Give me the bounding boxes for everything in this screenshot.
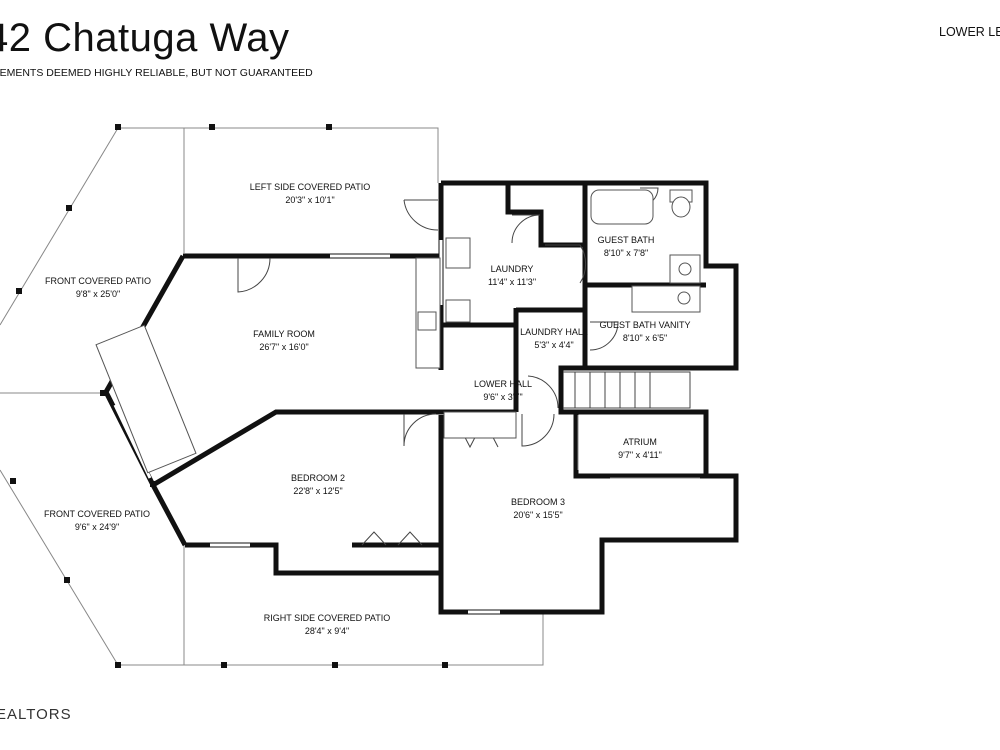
- page-title: 42 Chatuga Way: [0, 16, 290, 60]
- room-name-atrium: ATRIUM: [623, 437, 657, 447]
- room-name-front-covered-patio-2: FRONT COVERED PATIO: [44, 509, 150, 519]
- room-labels: LEFT SIDE COVERED PATIO 20'3" x 10'1" FR…: [44, 182, 691, 636]
- room-name-laundry-hall: LAUNDRY HALL: [520, 327, 588, 337]
- room-size-bedroom-3: 20'6" x 15'5": [513, 510, 562, 520]
- patio-posts: [10, 124, 448, 668]
- room-size-guest-bath: 8'10" x 7'8": [604, 248, 648, 258]
- brand-logo-text: EALTORS: [0, 706, 72, 723]
- walls: [103, 180, 739, 615]
- room-name-bedroom-2: BEDROOM 2: [291, 473, 345, 483]
- room-size-laundry-hall: 5'3" x 4'4": [534, 340, 573, 350]
- room-size-guest-bath-vanity: 8'10" x 6'5": [623, 333, 667, 343]
- room-size-lower-hall: 9'6" x 3'7": [483, 392, 522, 402]
- room-size-laundry: 11'4" x 11'3": [488, 277, 536, 287]
- room-name-family-room: FAMILY ROOM: [253, 329, 315, 339]
- fixtures: [95, 189, 701, 479]
- room-name-guest-bath-vanity: GUEST BATH VANITY: [599, 320, 690, 330]
- room-size-bedroom-2: 22'8" x 12'5": [293, 486, 342, 496]
- room-size-family-room: 26'7" x 16'0": [259, 342, 308, 352]
- room-name-laundry: LAUNDRY: [491, 264, 534, 274]
- room-size-front-covered-patio-1: 9'8" x 25'0": [76, 289, 120, 299]
- room-size-right-side-covered-patio: 28'4" x 9'4": [305, 626, 349, 636]
- floor-level-label: LOWER LE: [939, 25, 1000, 39]
- room-size-front-covered-patio-2: 9'6" x 24'9": [75, 522, 119, 532]
- room-size-atrium: 9'7" x 4'11": [618, 450, 662, 460]
- room-name-left-side-covered-patio: LEFT SIDE COVERED PATIO: [250, 182, 371, 192]
- room-name-guest-bath: GUEST BATH: [598, 235, 655, 245]
- patio-outlines: [0, 127, 544, 666]
- disclaimer-text: REMENTS DEEMED HIGHLY RELIABLE, BUT NOT …: [0, 67, 313, 79]
- room-name-lower-hall: LOWER HALL: [474, 379, 532, 389]
- room-size-left-side-covered-patio: 20'3" x 10'1": [285, 195, 334, 205]
- room-name-right-side-covered-patio: RIGHT SIDE COVERED PATIO: [264, 613, 391, 623]
- room-name-bedroom-3: BEDROOM 3: [511, 497, 565, 507]
- windows: [113, 240, 500, 614]
- room-name-front-covered-patio-1: FRONT COVERED PATIO: [45, 276, 151, 286]
